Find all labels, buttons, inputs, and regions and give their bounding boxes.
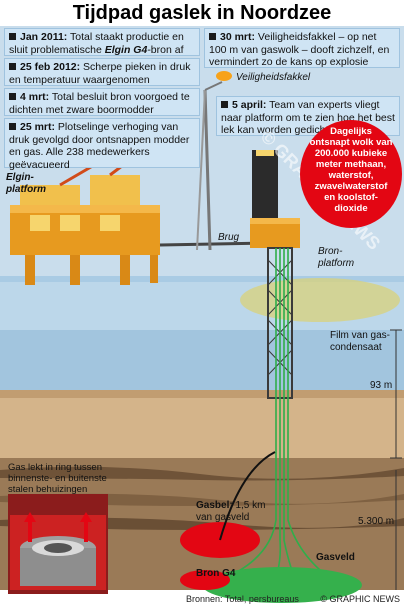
timeline-text: Plotselinge verhoging van druk gevolgd d…: [9, 121, 190, 171]
leak-label-line3: stalen behuizingen: [8, 484, 88, 495]
bubble-line: Dagelijks: [330, 126, 372, 137]
depth-label: 93 m: [370, 380, 393, 391]
timeline-text: -bron af: [147, 43, 184, 56]
elgin-platform: [10, 143, 160, 285]
timeline-date: 30 mrt:: [220, 31, 256, 43]
gas-field: [202, 567, 362, 603]
timeline-entry-4-mrt: 4 mrt: Total besluit bron voorgoed te di…: [4, 88, 200, 116]
timeline-entry-jan-2011: Jan 2011: Total staakt productie en slui…: [4, 28, 200, 56]
sea-water: [0, 330, 404, 390]
wellhead-label-line1: Bron-: [318, 246, 343, 257]
timeline-marker: [221, 101, 228, 108]
bubble-line: waterstof,: [328, 170, 374, 181]
timeline-text: Total staakt productie en sluit problema…: [9, 31, 184, 56]
timeline-marker: [9, 63, 16, 70]
gas-bubble-label-bold: Gasbel:: [196, 500, 233, 511]
deep-depth-label: 5.300 m: [358, 516, 395, 527]
timeline-marker: [9, 93, 16, 100]
film-label-line2: condensaat: [330, 342, 382, 353]
timeline-marker: [9, 123, 16, 130]
bubble-line: ontsnapt wolk van: [309, 137, 393, 148]
gas-condensate-film: [240, 278, 400, 322]
timeline-entry-30-mrt: 30 mrt: Veiligheidsfakkel – op net 100 m…: [204, 28, 400, 68]
wellhead-platform: [250, 150, 300, 248]
seabed: [0, 390, 404, 458]
bridge: [159, 241, 266, 247]
bubble-line: dioxide: [334, 203, 368, 214]
leak-label-line2: binnenste- en buitenste: [8, 473, 107, 484]
timeline-text: Scherpe pieken in druk en temperatuur wa…: [9, 61, 191, 86]
bubble-line: meter methaan,: [315, 159, 387, 170]
elgin-label-line2: platform: [6, 184, 46, 195]
timeline-date: 5 april:: [232, 99, 267, 111]
gas-bubble-label-line1: Gasbel: 1,5 km: [196, 500, 265, 511]
timeline-entry-25-mrt: 25 mrt: Plotselinge verhoging van druk g…: [4, 118, 200, 171]
wellhead-label-line2: platform: [318, 258, 355, 269]
gas-bubble-label-line2: van gasveld: [196, 512, 250, 523]
timeline-entry-25-feb: 25 feb 2012: Scherpe pieken in druk en t…: [4, 58, 200, 86]
flare-label: Veiligheidsfakkel: [236, 72, 311, 83]
gas-bubble-label-rest: 1,5 km: [232, 500, 266, 511]
gas-field-label: Gasveld: [316, 552, 355, 563]
casing-inset: [8, 494, 108, 594]
bubble-line: en koolstof-: [324, 192, 378, 203]
source-note: Bronnen: Total, persbureaus: [186, 594, 299, 604]
timeline-date: 25 feb 2012:: [20, 61, 81, 73]
elgin-label-line1: Elgin-: [6, 172, 34, 183]
timeline-date: 4 mrt:: [20, 91, 50, 103]
well-g4-label: Bron G4: [196, 568, 236, 579]
timeline-text: Total besluit bron voorgoed te dichten m…: [9, 91, 190, 116]
bubble-line: zwavelwaterstof: [314, 181, 388, 192]
film-label-line1: Film van gas-: [330, 330, 391, 341]
well-g4: [180, 570, 230, 590]
timeline-marker: [9, 33, 16, 40]
emission-bubble: Dagelijks ontsnapt wolk van 200.000 kubi…: [300, 120, 402, 228]
bubble-line: 200.000 kubieke: [314, 148, 388, 159]
timeline-marker: [209, 33, 216, 40]
credit-note: © GRAPHIC NEWS: [320, 594, 400, 604]
timeline-text-em: Elgin G4: [104, 43, 148, 56]
bridge-label: Brug: [218, 232, 240, 243]
flare-tower: [196, 71, 232, 251]
timeline-text: Veiligheidsfakkel – op net 100 m van gas…: [209, 31, 390, 68]
leak-label-line1: Gas lekt in ring tussen: [8, 462, 102, 473]
page-title: Tijdpad gaslek in Noordzee: [72, 2, 332, 24]
timeline-date: 25 mrt:: [20, 121, 56, 133]
timeline-date: Jan 2011:: [20, 31, 68, 43]
